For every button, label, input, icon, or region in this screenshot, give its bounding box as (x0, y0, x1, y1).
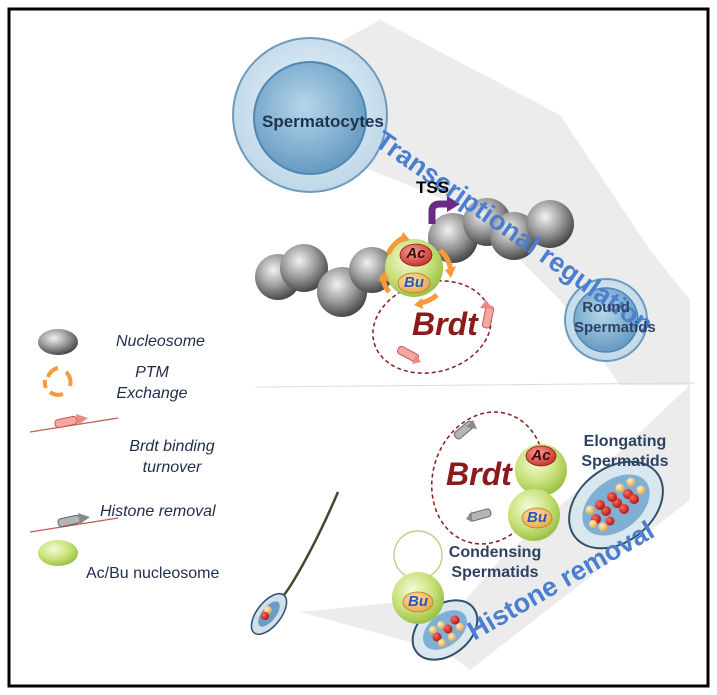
bu-label-bottom: Bu (527, 509, 547, 526)
elongating-label-line1: Elongating (583, 433, 667, 450)
section-divider (254, 382, 696, 388)
acbu-nucleosome-lower (508, 489, 560, 541)
tss-arrow (428, 196, 460, 224)
legend-acbu-icon (38, 540, 78, 566)
acbu-nucleosome-condensing (392, 572, 444, 624)
legend-histone-label: Histone removal (100, 503, 216, 520)
spermatocytes-label: Spermatocytes (262, 112, 384, 131)
legend-brdt-line2: turnover (142, 459, 202, 476)
brdt-label-bottom: Brdt (446, 456, 512, 492)
histone-arrow-bottom-2 (466, 508, 492, 522)
round-spermatid-nucleus (573, 287, 639, 353)
legend-nucleosome-label: Nucleosome (116, 333, 205, 350)
legend-ptm-label: PTM Exchange (100, 362, 204, 404)
spermatocyte-nucleus (253, 61, 367, 175)
histone-arrow-bottom-1 (453, 420, 477, 440)
brdt-arrow-top-1 (480, 300, 495, 329)
removal-band (430, 385, 690, 670)
legend-brdt-line1: Brdt binding (129, 438, 215, 455)
ac-label-top: Ac (406, 245, 426, 262)
legend-acbu-label: Ac/Bu nucleosome (86, 565, 220, 582)
legend-ptm-line1: PTM (135, 364, 169, 381)
legend-nucleosome-icon (38, 329, 78, 355)
acbu-nucleosome-upper (515, 444, 567, 496)
round-spermatids-label: Round Spermatids (574, 298, 656, 338)
bu-label-top: Bu (404, 274, 424, 291)
legend-brdt-label: Brdt binding turnover (112, 436, 232, 478)
legend-histone-icon (29, 513, 119, 533)
ptm-arrowheads-top (378, 232, 456, 309)
brdt-arrow-top-2 (396, 345, 421, 364)
round-label-line2: Spermatids (574, 319, 656, 336)
condensing-label-line2: Spermatids (451, 564, 539, 581)
tss-label: TSS (416, 178, 450, 197)
acbu-nucleosome-top (385, 239, 443, 297)
round-label-line1: Round (582, 299, 630, 316)
elongating-spermatid (568, 460, 664, 550)
legend-brdt-icon (29, 414, 119, 433)
legend-ptm-icon (42, 366, 73, 397)
brdt-label-top: Brdt (412, 306, 478, 342)
sperm-cell (250, 491, 340, 636)
condensing-spermatids-label: Condensing Spermatids (440, 543, 550, 583)
elongating-label-line2: Spermatids (581, 453, 669, 470)
legend-ptm-line2: Exchange (116, 385, 188, 402)
bu-label-condensing: Bu (408, 593, 428, 610)
elongating-spermatids-label: Elongating Spermatids (570, 432, 680, 472)
condensing-label-line1: Condensing (448, 544, 542, 561)
ac-label-bottom: Ac (531, 447, 551, 464)
